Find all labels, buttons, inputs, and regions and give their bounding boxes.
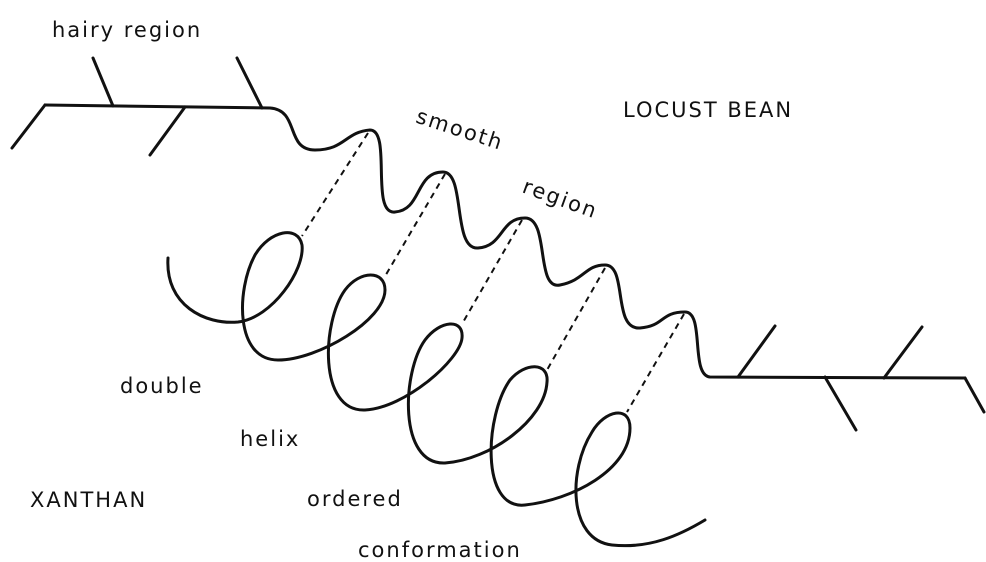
label-double: double bbox=[120, 376, 204, 397]
label-conformation: conformation bbox=[358, 540, 522, 561]
xanthan-double-helix bbox=[168, 233, 705, 546]
locust-bean-backbone bbox=[45, 105, 965, 378]
side-chain bbox=[884, 327, 922, 378]
label-ordered: ordered bbox=[307, 489, 403, 510]
label-locust-bean: LOCUST BEAN bbox=[623, 100, 793, 121]
label-hairy-region: hairy region bbox=[52, 20, 202, 41]
side-chain bbox=[965, 378, 984, 412]
side-chain bbox=[93, 58, 113, 106]
side-chain bbox=[738, 326, 775, 377]
side-chain bbox=[12, 105, 45, 148]
side-chain bbox=[825, 377, 856, 430]
interaction-line bbox=[462, 220, 522, 324]
side-chain bbox=[237, 58, 262, 108]
interaction-lines bbox=[302, 133, 684, 412]
label-xanthan: XANTHAN bbox=[30, 490, 147, 511]
label-helix: helix bbox=[240, 429, 300, 450]
interaction-line bbox=[384, 174, 445, 278]
side-chain bbox=[150, 107, 185, 155]
interaction-line bbox=[547, 268, 605, 370]
